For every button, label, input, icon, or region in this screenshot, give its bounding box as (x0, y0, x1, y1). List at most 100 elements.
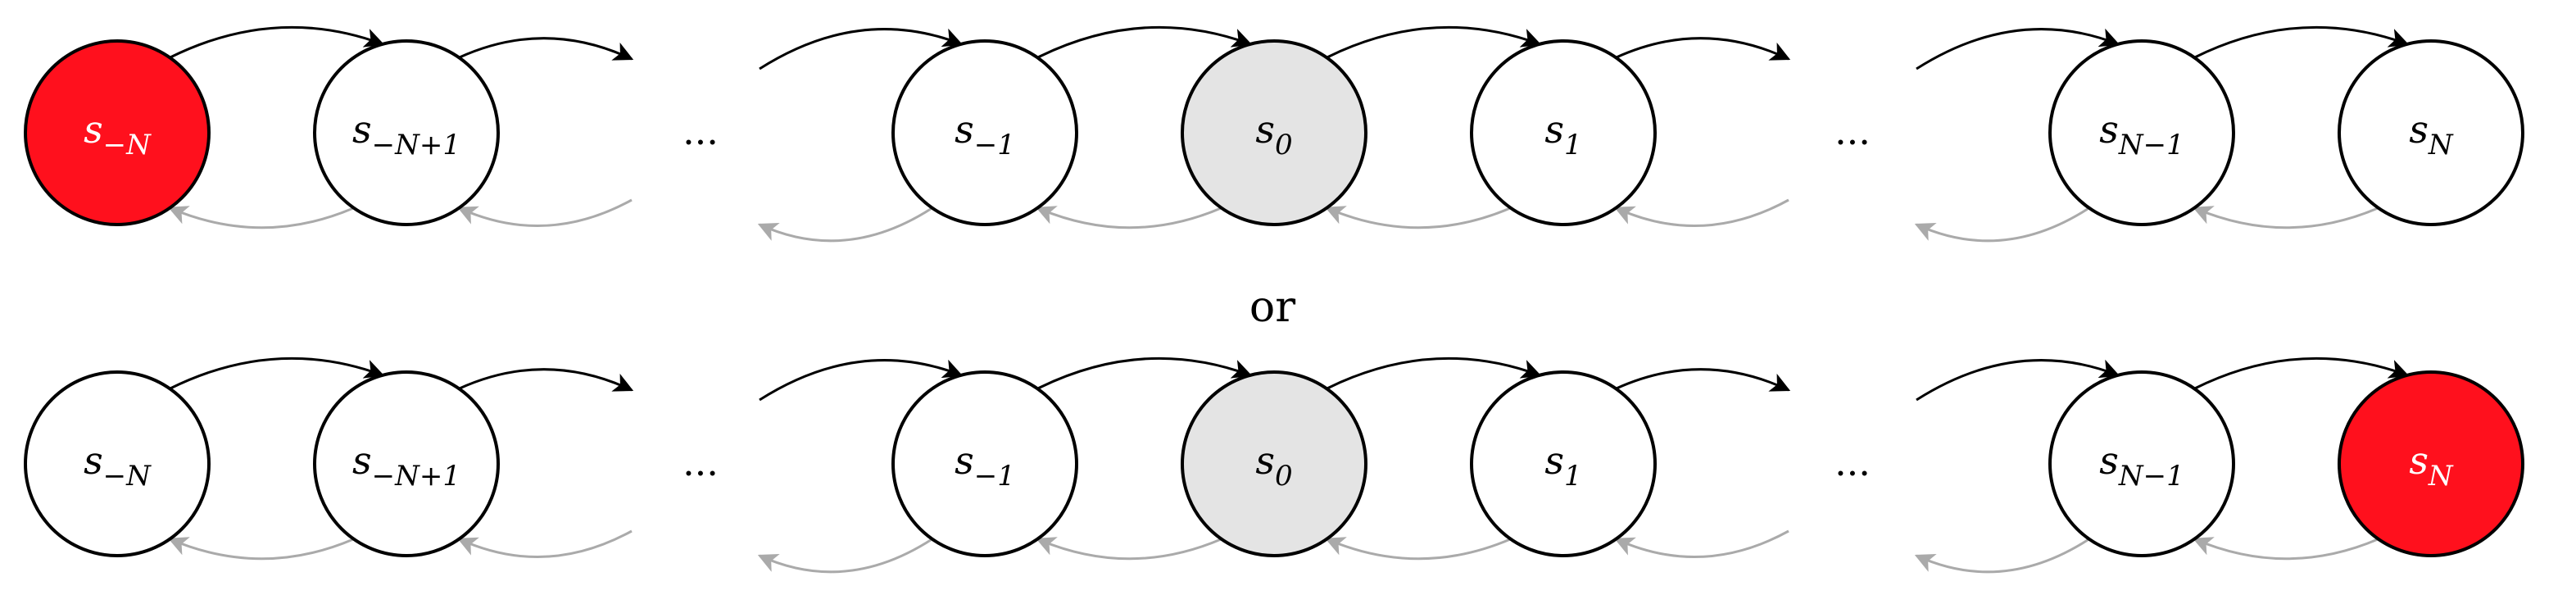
backward-arrow-row1-5 (1325, 206, 1512, 229)
state-circle (2048, 39, 2235, 226)
ellipsis-row1-1: ... (683, 109, 719, 153)
state-label: s−N+1 (352, 107, 460, 161)
ellipsis-row1-2: ... (1834, 109, 1871, 153)
state-label-subscript: N−1 (2118, 129, 2184, 161)
state-label-base: s (352, 438, 372, 483)
forward-arrow-row1-5 (1326, 25, 1542, 59)
backward-arrow-row1-8 (2193, 206, 2379, 229)
state-circle (2338, 370, 2524, 557)
state-label-subscript: −N (103, 129, 152, 161)
forward-arrow-row2-5 (1326, 356, 1542, 390)
state-node-row1-5: s1 (1470, 39, 1657, 226)
state-label: s−1 (955, 438, 1015, 493)
state-label-base: s (2409, 438, 2429, 483)
forward-arrow-row2-4 (1036, 356, 1253, 390)
state-label-subscript: −N+1 (372, 129, 460, 161)
backward-arrow-row2-5 (1325, 537, 1512, 561)
state-node-row2-4: s0 (1181, 370, 1367, 557)
backward-arrow-row2-8 (2193, 537, 2379, 561)
backward-arrow-row1-7 (1914, 207, 2090, 243)
backward-arrow-row1-3 (757, 207, 933, 243)
backward-arrow-row1-2 (457, 198, 633, 228)
state-label-base: s (955, 107, 974, 152)
forward-arrow-row2-7 (1916, 359, 2120, 402)
state-label: s−N+1 (352, 438, 460, 493)
state-label: s0 (1255, 438, 1292, 493)
state-node-row2-3: s−1 (891, 370, 1078, 557)
state-circle (2338, 39, 2524, 226)
forward-arrow-row1-2 (458, 37, 634, 61)
forward-arrow-row2-1 (169, 356, 385, 390)
state-label-base: s (84, 438, 103, 483)
state-circle (1181, 370, 1367, 557)
state-label-subscript: −1 (974, 129, 1015, 161)
state-label-base: s (352, 107, 372, 152)
state-circle (24, 370, 211, 557)
state-label-base: s (1544, 107, 1564, 152)
ellipsis-row2-2: ... (1834, 440, 1871, 484)
state-node-row1-1: s−N (24, 39, 211, 226)
state-label-subscript: 0 (1275, 460, 1293, 493)
state-circle (1181, 39, 1367, 226)
state-node-row2-1: s−N (24, 370, 211, 557)
state-circle (891, 370, 1078, 557)
backward-arrow-row1-1 (168, 206, 355, 229)
ellipsis-row2-1: ... (683, 440, 719, 484)
state-node-row1-7: sN (2338, 39, 2524, 226)
state-label-subscript: −1 (974, 460, 1015, 493)
state-node-row2-2: s−N+1 (313, 370, 500, 557)
state-label: s1 (1544, 438, 1581, 493)
forward-arrow-row2-8 (2193, 356, 2410, 390)
state-label: s−1 (955, 107, 1015, 161)
backward-arrow-row2-1 (168, 537, 355, 561)
state-circle (2048, 370, 2235, 557)
state-circle (1470, 370, 1657, 557)
state-label-subscript: 0 (1275, 129, 1293, 161)
state-label: s−N (84, 107, 152, 161)
state-label-base: s (2099, 438, 2119, 483)
state-label: s1 (1544, 107, 1581, 161)
separator-or: or (1249, 283, 1295, 332)
state-label-base: s (1544, 438, 1564, 483)
state-label-base: s (1255, 107, 1275, 152)
state-label-base: s (2099, 107, 2119, 152)
state-label: s0 (1255, 107, 1292, 161)
backward-arrow-row2-4 (1036, 537, 1222, 561)
forward-arrow-row2-6 (1615, 368, 1791, 392)
state-label-subscript: −N+1 (372, 460, 460, 493)
state-label-subscript: N−1 (2118, 460, 2184, 493)
state-label-base: s (2409, 107, 2429, 152)
state-label: s−N (84, 438, 152, 493)
state-label-subscript: 1 (1564, 129, 1582, 161)
state-node-row1-3: s−1 (891, 39, 1078, 226)
state-label-subscript: −N (103, 460, 152, 493)
state-label: sN (2409, 107, 2454, 161)
state-label-subscript: 1 (1564, 460, 1582, 493)
state-circle (1470, 39, 1657, 226)
state-node-row2-7: sN (2338, 370, 2524, 557)
backward-arrow-row1-4 (1036, 206, 1222, 229)
state-label: sN−1 (2099, 438, 2184, 493)
backward-arrow-row2-2 (457, 529, 633, 559)
forward-arrow-row1-1 (169, 25, 385, 59)
state-label: sN (2409, 438, 2454, 493)
state-label-base: s (955, 438, 974, 483)
state-label-subscript: N (2428, 460, 2454, 493)
state-label-base: s (84, 107, 103, 152)
backward-arrow-row1-6 (1614, 198, 1789, 228)
forward-arrow-row2-3 (759, 359, 964, 402)
state-node-row1-4: s0 (1181, 39, 1367, 226)
forward-arrow-row1-6 (1615, 37, 1791, 61)
state-circle (24, 39, 211, 226)
forward-arrow-row1-7 (1916, 28, 2120, 70)
state-label-base: s (1255, 438, 1275, 483)
forward-arrow-row1-8 (2193, 25, 2410, 59)
forward-arrow-row1-4 (1036, 25, 1253, 59)
state-node-row1-2: s−N+1 (313, 39, 500, 226)
state-node-row2-6: sN−1 (2048, 370, 2235, 557)
state-circle (313, 39, 500, 226)
backward-arrow-row2-6 (1614, 529, 1789, 559)
state-circle (891, 39, 1078, 226)
